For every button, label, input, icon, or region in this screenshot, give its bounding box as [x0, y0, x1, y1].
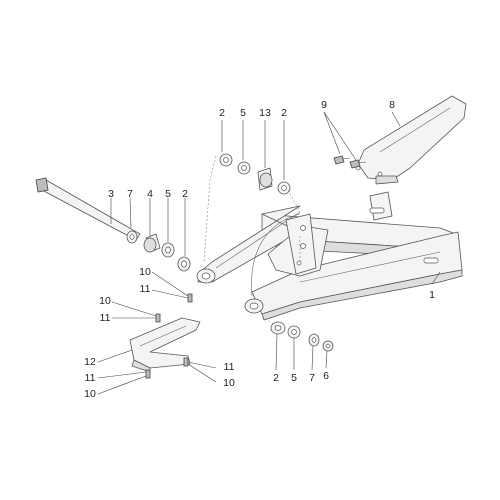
label-1: 1 — [429, 289, 435, 301]
label-10-a: 10 — [139, 266, 151, 278]
label-11-a: 11 — [140, 283, 151, 295]
label-7-left: 7 — [127, 188, 133, 200]
label-4: 4 — [147, 188, 153, 200]
swingarm — [196, 191, 463, 321]
label-9: 9 — [321, 99, 327, 111]
label-5-upper: 5 — [240, 107, 246, 119]
chain-slider — [129, 317, 201, 373]
label-10-b: 10 — [99, 295, 111, 307]
upper-bushing-stack — [203, 153, 301, 263]
label-11-b: 11 — [100, 312, 111, 324]
slider-screws — [145, 293, 193, 379]
lower-bushing-stack — [261, 315, 334, 352]
label-2-lower: 2 — [273, 372, 279, 384]
label-7-lower: 7 — [309, 372, 315, 384]
label-2-left: 2 — [182, 188, 188, 200]
leader-lines — [97, 111, 441, 395]
label-2-upper-a: 2 — [219, 107, 225, 119]
label-11-d: 11 — [224, 361, 235, 373]
label-12: 12 — [84, 356, 96, 368]
part-number-labels: 1 2 5 13 2 9 8 3 7 4 5 2 10 11 10 11 12 … — [84, 99, 435, 400]
label-10-d: 10 — [223, 377, 235, 389]
chain-guard — [355, 95, 467, 185]
label-5-left: 5 — [165, 188, 171, 200]
label-2-upper-b: 2 — [281, 107, 287, 119]
left-bushing-stack — [126, 230, 191, 272]
label-5-lower: 5 — [291, 372, 297, 384]
label-3: 3 — [108, 188, 114, 200]
pivot-shaft — [35, 177, 141, 241]
label-8: 8 — [389, 99, 395, 111]
chain-guard-screws — [333, 155, 367, 169]
label-6: 6 — [323, 370, 329, 382]
label-11-c: 11 — [85, 372, 96, 384]
label-10-c: 10 — [84, 388, 96, 400]
label-13: 13 — [259, 107, 271, 119]
